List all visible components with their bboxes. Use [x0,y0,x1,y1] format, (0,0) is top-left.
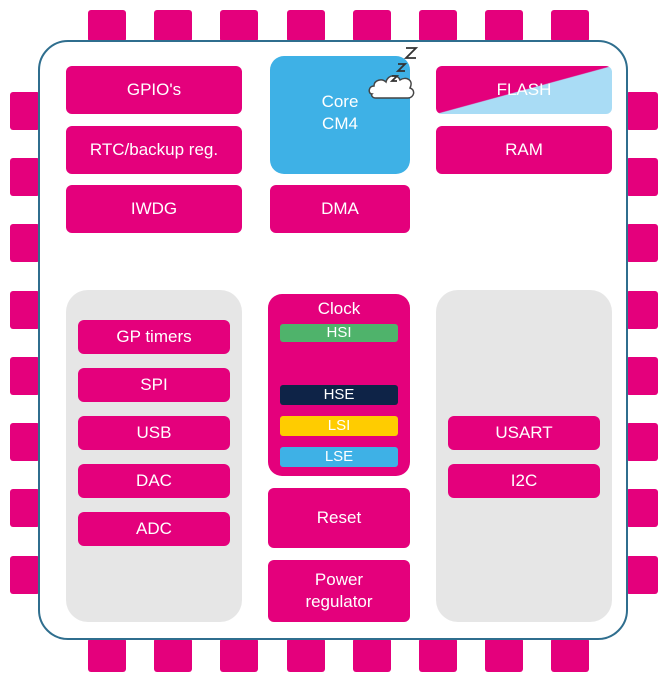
pin-right [626,556,658,594]
ram-label: RAM [505,140,543,159]
spi-label: SPI [140,375,168,394]
reset-label: Reset [316,508,362,527]
pin-left [10,224,40,262]
usb-block: USB [78,416,230,450]
core-label: Core [321,92,359,111]
rtc-backup-block: RTC/backup reg. [66,126,242,174]
reset-block: Reset [268,488,410,548]
pin-right [626,357,658,395]
gpio-label: GPIO's [126,80,182,99]
pin-bottom [551,638,589,672]
sleep-cloud-zzz-icon [368,47,419,99]
pin-left [10,556,40,594]
usart-block: USART [448,416,600,450]
lse-bar: LSE [280,447,398,467]
usart-label: USART [495,423,553,442]
pin-left [10,92,40,130]
pin-left [10,357,40,395]
adc-block: ADC [78,512,230,546]
pin-left [10,291,40,329]
hsi-bar: HSI [280,324,398,342]
pin-right [626,291,658,329]
i2c-label: I2C [510,471,538,490]
core-block: Core CM4 [270,56,410,174]
pin-top [353,10,391,42]
pin-top [220,10,258,42]
pin-bottom [419,638,457,672]
hse-bar: HSE [280,385,398,405]
adc-label: ADC [136,519,172,538]
pin-left [10,489,40,527]
gp-timers-label: GP timers [116,327,192,346]
pin-top [88,10,126,42]
gp-timers-block: GP timers [78,320,230,354]
pin-left [10,423,40,461]
ram-block: RAM [436,126,612,174]
iwdg-block: IWDG [66,185,242,233]
pin-bottom [220,638,258,672]
pin-top [551,10,589,42]
pin-right [626,489,658,527]
flash-label: FLASH [496,80,552,99]
pin-bottom [287,638,325,672]
pin-top [154,10,192,42]
pin-top [419,10,457,42]
dma-block: DMA [270,185,410,233]
regulator-label: regulator [305,592,373,611]
pin-bottom [353,638,391,672]
pin-top [287,10,325,42]
pin-bottom [154,638,192,672]
i2c-block: I2C [448,464,600,498]
core-cm4-label: CM4 [322,114,358,133]
clock-title: Clock [317,299,361,318]
dma-label: DMA [321,199,359,218]
flash-block: FLASH [436,66,612,114]
pin-bottom [88,638,126,672]
power-regulator-block: Power regulator [268,560,410,622]
pin-right [626,158,658,196]
dac-block: DAC [78,464,230,498]
gpio-block: GPIO's [66,66,242,114]
spi-block: SPI [78,368,230,402]
lsi-bar: LSI [280,416,398,436]
pin-right [626,423,658,461]
pin-bottom [485,638,523,672]
usb-label: USB [136,423,172,442]
rtc-backup-label: RTC/backup reg. [89,140,219,159]
pin-left [10,158,40,196]
power-label: Power [314,570,364,589]
iwdg-label: IWDG [130,199,178,218]
right-peripheral-group [436,290,612,622]
pin-right [626,224,658,262]
pin-right [626,92,658,130]
dac-label: DAC [136,471,172,490]
pin-top [485,10,523,42]
